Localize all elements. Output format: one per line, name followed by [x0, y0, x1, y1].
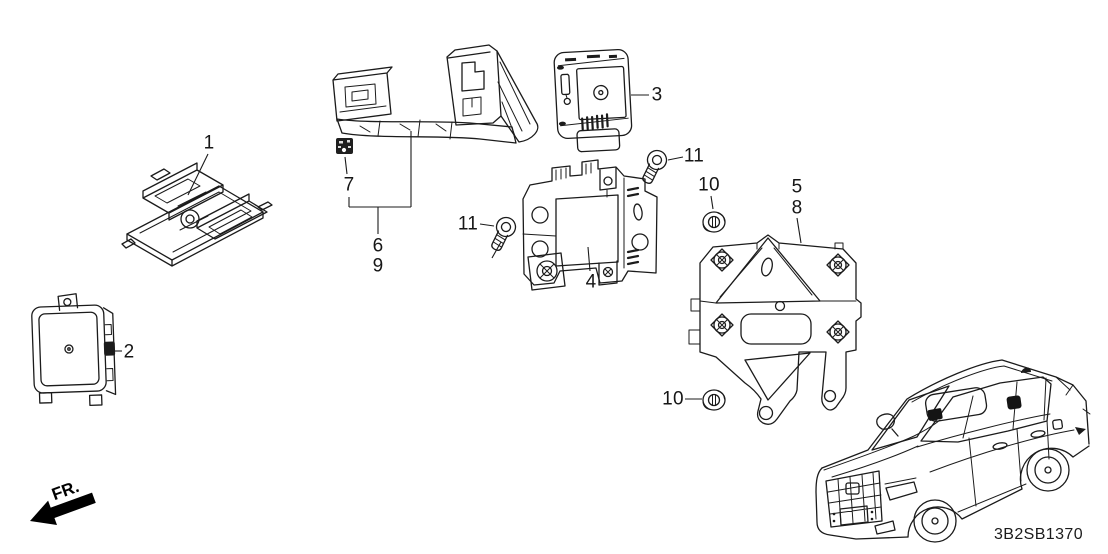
callout-5[interactable]: 5: [791, 176, 803, 198]
windshield-camera-location-mark: [927, 408, 943, 421]
part-6-9-bracket-drawing: [332, 44, 539, 144]
part-5-8-bracket-drawing: [688, 234, 862, 425]
part-7-clip-drawing: [336, 138, 353, 154]
part-3-module-drawing: [553, 48, 633, 153]
rear-sensor-location-mark: [1006, 395, 1022, 410]
callout-2[interactable]: 2: [123, 341, 135, 363]
diagram-code: 3B2SB1370: [994, 526, 1084, 543]
callout-10[interactable]: 10: [662, 388, 684, 410]
callout-7[interactable]: 7: [343, 174, 355, 196]
callout-8[interactable]: 8: [791, 197, 803, 219]
callout-4[interactable]: 4: [585, 271, 597, 293]
callout-9[interactable]: 9: [372, 255, 384, 277]
part-4-bracket-drawing: [522, 159, 658, 291]
vehicle-illustration: [815, 359, 1091, 543]
part-1-camera-unit-drawing: [121, 162, 273, 267]
callout-10[interactable]: 10: [698, 174, 720, 196]
callout-1[interactable]: 1: [203, 132, 215, 154]
callout-3[interactable]: 3: [651, 84, 663, 106]
callout-6[interactable]: 6: [372, 235, 384, 257]
callout-11[interactable]: 11: [457, 213, 479, 235]
callout-leader-lines: [110, 94, 802, 400]
part-2-radar-unit-drawing: [31, 293, 117, 406]
callout-11[interactable]: 11: [683, 145, 705, 167]
